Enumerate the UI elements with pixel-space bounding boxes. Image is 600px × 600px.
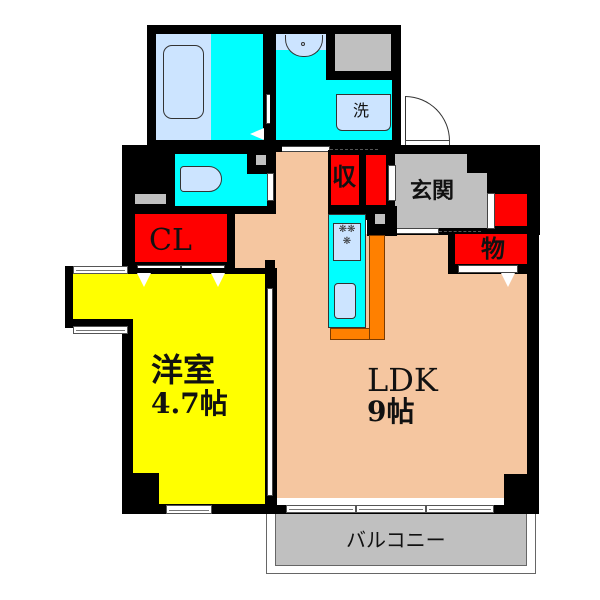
- entrance: [395, 154, 467, 228]
- bay-window-bottom: [73, 326, 128, 334]
- toilet-floor-ext: [247, 174, 267, 206]
- bathroom-door-swing-icon: [250, 128, 264, 140]
- storeroom-label: 物: [481, 234, 505, 263]
- washing-machine-label: 洗: [353, 101, 370, 120]
- stove-icon: ❋❋❋: [333, 223, 361, 261]
- entrance-label: 玄関: [410, 178, 455, 204]
- washing-machine-pan: 洗: [336, 94, 391, 131]
- balcony-window-1: [286, 505, 356, 513]
- storeroom-door-swing-icon: [501, 273, 515, 287]
- sink-icon: [334, 283, 356, 319]
- toilet-pipe: [256, 155, 266, 165]
- closet: CL: [135, 214, 227, 262]
- kitchen-counter-base: [330, 328, 370, 340]
- toilet-icon: [180, 166, 222, 192]
- western-room: 洋室 4.7帖: [133, 274, 265, 504]
- ldk-label: LDK: [367, 361, 438, 399]
- ldk-size: 9帖: [367, 395, 415, 428]
- western-room-sliding-door: [267, 288, 273, 496]
- western-room-size: 4.7帖: [151, 387, 228, 420]
- bathroom-floor: [211, 34, 263, 140]
- toilet-door: [267, 173, 274, 201]
- shoe-cabinet-door: [487, 193, 495, 229]
- entrance-inner-door: [388, 165, 396, 201]
- washbasin-drain-icon: [301, 42, 305, 46]
- balcony: バルコニー: [275, 513, 527, 566]
- western-room-corner-pillar: [133, 473, 159, 508]
- shoe-cabinet: [495, 194, 527, 226]
- closet-door-swing-icon-right: [211, 273, 225, 287]
- kitchen-counter-bar: [369, 235, 385, 340]
- western-room-window: [166, 505, 212, 514]
- balcony-window-2: [356, 505, 426, 513]
- balcony-window-3: [426, 505, 494, 513]
- storeroom-door: [458, 265, 518, 273]
- closet-label: CL: [149, 223, 192, 258]
- entrance-ext: [467, 173, 487, 228]
- kitchen-pipe: [375, 214, 385, 224]
- toilet-shelf: [135, 194, 166, 204]
- western-room-label: 洋室: [151, 351, 216, 389]
- storage: 収: [331, 155, 359, 205]
- ldk-corner-pillar: [504, 474, 539, 510]
- storage-2: [366, 155, 386, 205]
- balcony-label: バルコニー: [346, 528, 446, 552]
- western-room-bay: [73, 274, 135, 319]
- storeroom: 物: [455, 234, 527, 264]
- entrance-door-swing: [405, 96, 450, 141]
- ldk-floor: LDK 9帖: [275, 234, 527, 498]
- washroom-sliding-door-track: [330, 149, 378, 150]
- closet-door-swing-icon-left: [137, 273, 151, 287]
- entrance-sliding-door-track: [439, 231, 481, 232]
- pipe-shaft: [335, 34, 391, 71]
- bathtub-icon: [163, 45, 204, 119]
- storage-label: 収: [332, 162, 356, 191]
- entrance-sliding-door: [394, 228, 439, 234]
- bay-window-top: [73, 266, 128, 274]
